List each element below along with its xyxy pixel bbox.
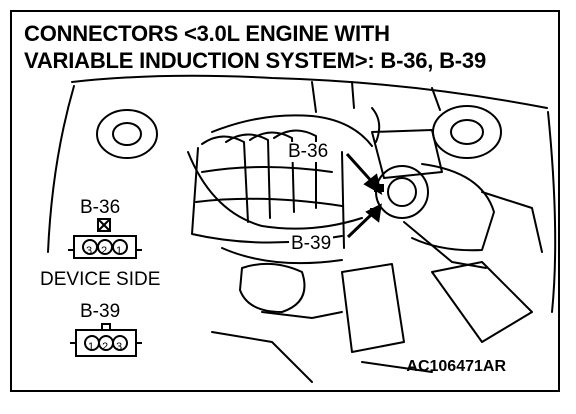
b36-pin-2: 2: [101, 245, 108, 257]
b39-pin-3: 3: [116, 341, 123, 353]
b39-pin-1: 1: [88, 341, 95, 353]
callout-b39: B-39: [289, 233, 334, 254]
title-line-2: VARIABLE INDUCTION SYSTEM>: B-36, B-39: [24, 48, 486, 73]
inset-b39-label: B-39: [80, 301, 121, 322]
figure-code: AC106471AR: [406, 358, 506, 375]
b36-pin-1: 1: [116, 245, 123, 257]
diagram-frame: CONNECTORS <3.0L ENGINE WITH VARIABLE IN…: [10, 10, 560, 392]
device-side-label: DEVICE SIDE: [40, 269, 161, 290]
diagram-title: CONNECTORS <3.0L ENGINE WITH VARIABLE IN…: [24, 20, 486, 74]
callout-b36: B-36: [286, 141, 331, 162]
title-line-1: CONNECTORS <3.0L ENGINE WITH: [24, 21, 390, 46]
inset-b36-label: B-36: [80, 197, 121, 218]
engine-bay-illustration: [47, 74, 557, 383]
b39-pin-2: 2: [102, 341, 109, 353]
b36-pin-3: 3: [86, 245, 93, 257]
